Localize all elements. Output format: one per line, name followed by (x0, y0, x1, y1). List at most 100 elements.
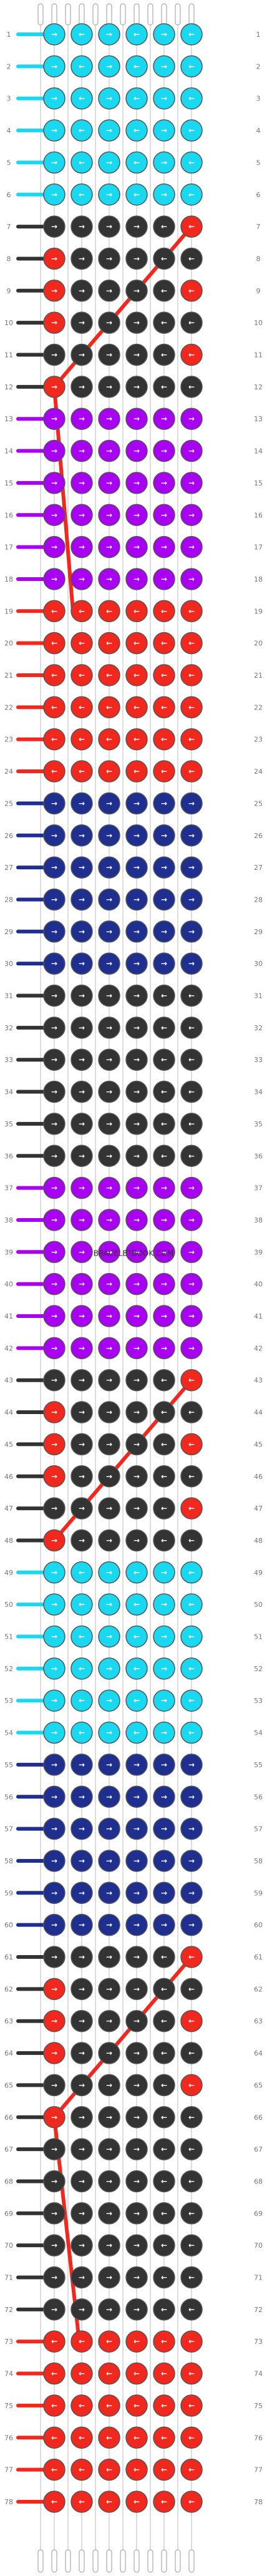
row-label-right: 20 (254, 640, 263, 648)
row-label-left: 24 (4, 768, 13, 776)
knot-direction-arrow: ← (188, 2401, 195, 2410)
knot (98, 1048, 120, 1071)
knot-direction-arrow: → (106, 1856, 112, 1865)
knot (70, 2170, 93, 2193)
knot (98, 247, 120, 270)
knot (43, 728, 66, 751)
knot-direction-arrow: ← (134, 703, 140, 711)
knot-direction-arrow: → (134, 383, 140, 391)
knot-direction-arrow: → (106, 30, 112, 39)
knot (43, 1497, 66, 1520)
knot-direction-arrow: → (106, 1729, 112, 1737)
knot-direction-arrow: → (51, 447, 57, 456)
string-bottom-stub (147, 2549, 153, 2573)
knot-direction-arrow: → (79, 351, 85, 359)
string-top-stub (79, 3, 85, 26)
knot-direction-arrow: → (134, 1953, 140, 1961)
knot-direction-arrow: → (79, 1760, 85, 1769)
string-top-stub (161, 3, 167, 26)
knot (125, 760, 148, 783)
knot (43, 2202, 66, 2225)
knot-direction-arrow: ← (161, 767, 167, 776)
knot (43, 1978, 66, 2001)
knot (98, 2330, 120, 2353)
row-label-right: 1 (256, 31, 261, 39)
knot-direction-arrow: ← (79, 1632, 85, 1641)
knot-direction-arrow: ← (161, 1536, 167, 1544)
knot (180, 2426, 203, 2449)
knot (98, 343, 120, 366)
row-label-left: 44 (4, 1408, 13, 1417)
knot-direction-arrow: ← (79, 639, 85, 648)
knot-direction-arrow: → (188, 959, 195, 968)
knot-direction-arrow: → (188, 543, 195, 552)
row-label-right: 72 (254, 2306, 263, 2314)
knot (180, 1080, 203, 1103)
knot-direction-arrow: ← (79, 2497, 85, 2506)
knot (70, 1497, 93, 1520)
knot-direction-arrow: → (51, 1632, 57, 1641)
knot-direction-arrow: → (79, 2113, 85, 2122)
knot (98, 1368, 120, 1392)
knot (153, 280, 175, 302)
knot (180, 2009, 203, 2032)
knot-direction-arrow: → (134, 1151, 140, 1160)
knot-direction-arrow: → (134, 1088, 140, 1096)
row-label-right: 14 (254, 447, 263, 456)
knot (43, 1241, 66, 1264)
knot (43, 888, 66, 911)
knot (43, 1785, 66, 1808)
knot (153, 1657, 175, 1680)
knot (153, 2491, 175, 2513)
knot (125, 2202, 148, 2225)
knot (70, 1433, 93, 1456)
knot (98, 311, 120, 334)
knot-direction-arrow: → (188, 1921, 195, 1930)
knot (153, 2106, 175, 2129)
row-label-left: 52 (4, 1665, 13, 1673)
knot (43, 1465, 66, 1488)
knot (180, 1401, 203, 1423)
knot-direction-arrow: → (51, 575, 57, 583)
string-top-stub (92, 3, 99, 26)
knot-direction-arrow: → (106, 510, 112, 519)
knot (43, 1817, 66, 1840)
knot (98, 2042, 120, 2064)
knot (70, 728, 93, 751)
knot-direction-arrow: → (79, 1376, 85, 1385)
knot (153, 1465, 175, 1488)
knot (125, 696, 148, 719)
row-label-right: 46 (254, 1473, 263, 1481)
knot-direction-arrow: → (134, 831, 140, 840)
row-label-left: 63 (4, 2017, 13, 2026)
knot-direction-arrow: ← (161, 254, 167, 263)
knot-direction-arrow: → (51, 1088, 57, 1096)
knot-direction-arrow: → (134, 447, 140, 456)
knot-direction-arrow: → (188, 414, 195, 423)
knot (125, 600, 148, 623)
knot-direction-arrow: → (79, 1504, 85, 1513)
knot (125, 2458, 148, 2481)
knot (43, 535, 66, 559)
knot-direction-arrow: ← (134, 2337, 140, 2346)
knot (43, 1433, 66, 1456)
knot (43, 824, 66, 847)
knot-direction-arrow: → (106, 1504, 112, 1513)
row-label-right: 7 (256, 223, 261, 231)
knot-direction-arrow: → (134, 1247, 140, 1256)
knot (180, 23, 203, 46)
knot (98, 1817, 120, 1840)
knot (153, 55, 175, 78)
knot (180, 1113, 203, 1135)
knot-direction-arrow: ← (188, 1632, 195, 1641)
knot-direction-arrow: → (134, 2305, 140, 2314)
knot (125, 1978, 148, 2001)
row-label-left: 32 (4, 1024, 13, 1032)
knot-direction-arrow: → (51, 1953, 57, 1961)
knot-direction-arrow: ← (51, 2497, 57, 2506)
knot (153, 407, 175, 430)
row-label-right: 5 (256, 159, 261, 167)
knot-direction-arrow: → (79, 1280, 85, 1289)
row-label-right: 26 (254, 832, 263, 840)
knot-direction-arrow: ← (161, 2466, 167, 2474)
